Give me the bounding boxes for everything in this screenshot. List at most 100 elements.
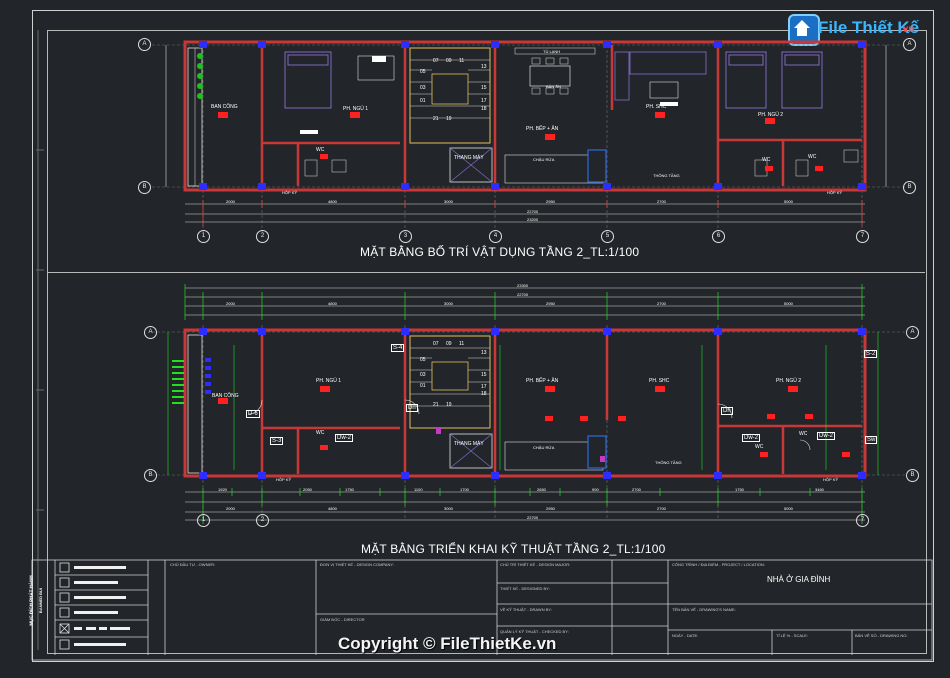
checked-by-label: QUẢN LÝ KỸ THUẬT - CHECKED BY: bbox=[500, 629, 569, 634]
tag-s3: S-3 bbox=[270, 437, 284, 445]
dim-bot-top-3: 3000 bbox=[444, 301, 453, 306]
bottom-plan bbox=[152, 284, 905, 524]
room-hall-b: THÔNG TẦNG bbox=[655, 460, 682, 465]
stair-01: 01 bbox=[420, 98, 426, 104]
drawing-name-label: TÊN BẢN VẼ - DRAWING'S NAME: bbox=[672, 607, 736, 612]
dim-top-4: 2950 bbox=[546, 199, 555, 204]
checklist-text-bars bbox=[74, 566, 130, 646]
top-plan bbox=[152, 40, 905, 236]
stair-b-09: 09 bbox=[446, 341, 452, 347]
axis-bubble-2-b: 2 bbox=[256, 514, 269, 527]
dim-bot-row-1: 1920 bbox=[218, 487, 227, 492]
tag-d6: D-6 bbox=[246, 410, 260, 418]
axis-bubble-A-right-b: A bbox=[906, 326, 919, 339]
room-kitchen-b: PH. BẾP + ĂN bbox=[526, 378, 559, 384]
project-value: NHÀ Ở GIA ĐÌNH bbox=[767, 575, 831, 584]
room-balcony-b: BAN CÔNG bbox=[212, 393, 239, 399]
scale-label: TỈ LỆ % - SCALE: bbox=[776, 633, 809, 638]
room-box-b-right: HỘP KỸ bbox=[823, 477, 839, 482]
room-wc-b-left: WC bbox=[316, 430, 325, 436]
stair-b-21: 21 bbox=[433, 402, 439, 408]
copyright-watermark: Copyright © FileThietKe.vn bbox=[338, 634, 557, 653]
room-bed1-b: PH. NGỦ 1 bbox=[316, 378, 342, 384]
dim-bot-row-2: 2050 bbox=[303, 487, 312, 492]
dim-top-6: 5000 bbox=[784, 199, 793, 204]
dim-top-total-1: 22700 bbox=[527, 209, 539, 214]
logo-text: File Thiết Kế bbox=[818, 18, 920, 37]
title-block-lines bbox=[31, 559, 933, 661]
tag-sw: Sw bbox=[865, 436, 878, 444]
stair-15: 15 bbox=[481, 85, 487, 91]
tag-s2: S-2 bbox=[864, 350, 878, 358]
logo-icon-roof bbox=[794, 20, 810, 28]
dim-bot-total-2: 23300 bbox=[517, 283, 529, 288]
room-elevator-b: THANG MÁY bbox=[454, 441, 484, 447]
room-fridge: TỦ LẠNH bbox=[543, 49, 561, 54]
logo-suffix: .vn bbox=[900, 24, 915, 35]
room-balcony: BAN CÔNG bbox=[211, 104, 238, 110]
dim-bot-lower-2: 4800 bbox=[328, 506, 337, 511]
design-company-label: ĐƠN VỊ THIẾT KẾ - DESIGN COMPANY: bbox=[320, 562, 394, 567]
dim-top-2: 4800 bbox=[328, 199, 337, 204]
room-box-b-left: HỘP KỸ bbox=[276, 477, 292, 482]
dim-bot-lower-3: 3000 bbox=[444, 506, 453, 511]
axis-bubble-B-left-b: B bbox=[144, 469, 157, 482]
stair-09: 09 bbox=[446, 58, 452, 64]
stair-b-05: 05 bbox=[420, 357, 426, 363]
dim-bot-row-6: 2650 bbox=[537, 487, 546, 492]
room-wc-left: WC bbox=[316, 147, 325, 153]
room-wc-right-2: WC bbox=[808, 154, 817, 160]
tag-dw2-c: Dw-2 bbox=[817, 432, 836, 440]
axis-bubble-B-left: B bbox=[138, 181, 151, 194]
tag-dn-b: Dn bbox=[721, 407, 733, 415]
drawing-no-label: BẢN VẼ SỐ - DRAWING NO: bbox=[855, 633, 908, 638]
room-bed1: PH. NGỦ 1 bbox=[343, 106, 369, 112]
stair-b-01: 01 bbox=[420, 383, 426, 389]
site-logo: File Thiết Kế .vn bbox=[788, 12, 928, 46]
stair-b-15: 15 bbox=[481, 372, 487, 378]
dim-bot-lower-1: 2000 bbox=[226, 506, 235, 511]
room-hall: THÔNG TẦNG bbox=[653, 173, 680, 178]
dim-bot-top-5: 2700 bbox=[657, 301, 666, 306]
axis-bubble-7: 7 bbox=[856, 230, 869, 243]
sheet-border bbox=[32, 10, 934, 662]
room-box-left: HỘP KỸ bbox=[282, 190, 298, 195]
sheet-inner-border bbox=[47, 30, 927, 654]
dim-bot-row-9: 1750 bbox=[735, 487, 744, 492]
stair-b-03: 03 bbox=[420, 372, 426, 378]
tag-dn-a: Dn bbox=[406, 404, 418, 412]
room-wc-b-right: WC bbox=[799, 431, 808, 437]
checklist-boxes bbox=[59, 562, 70, 650]
tag-s4: S-4 bbox=[391, 344, 405, 352]
room-bed2-b: PH. NGỦ 2 bbox=[776, 378, 802, 384]
axis-bubble-1-b: 1 bbox=[197, 514, 210, 527]
axis-bubble-7-b: 7 bbox=[856, 514, 869, 527]
axis-bubble-B-right: B bbox=[903, 181, 916, 194]
dim-bot-top-1: 2000 bbox=[226, 301, 235, 306]
dim-top-1: 2000 bbox=[226, 199, 235, 204]
design-major-label: CHỦ TRÌ THIẾT KẾ - DESIGN MAJOR: bbox=[500, 562, 571, 567]
axis-bubble-A-left-b: A bbox=[144, 326, 157, 339]
top-drawing-title: MẶT BẰNG BỐ TRÍ VẬT DỤNG TẦNG 2_TL:1/100 bbox=[360, 245, 640, 259]
tag-dw2-b: Dw-2 bbox=[742, 434, 761, 442]
dim-bot-top-2: 4800 bbox=[328, 301, 337, 306]
axis-bubble-A-left: A bbox=[138, 38, 151, 51]
stair-03: 03 bbox=[420, 85, 426, 91]
stair-b-17: 17 bbox=[481, 384, 487, 390]
project-label: CÔNG TRÌNH / ĐỊA ĐIỂM - PROJECT / LOCATI… bbox=[672, 562, 765, 567]
stair-b-13: 13 bbox=[481, 350, 487, 356]
room-bed2: PH. NGỦ 2 bbox=[758, 112, 784, 118]
stair-19: 19 bbox=[446, 116, 452, 122]
stair-b-07: 07 bbox=[433, 341, 439, 347]
stair-b-19: 19 bbox=[446, 402, 452, 408]
axis-bubble-5: 5 bbox=[601, 230, 614, 243]
axis-bubble-B-right-b: B bbox=[906, 469, 919, 482]
room-elevator: THANG MÁY bbox=[454, 155, 484, 161]
stair-11: 11 bbox=[459, 58, 465, 64]
dim-bot-lower-4: 2950 bbox=[546, 506, 555, 511]
tag-dw2-a: Dw-2 bbox=[335, 434, 354, 442]
dim-bot-top-4: 2950 bbox=[546, 301, 555, 306]
checklist-heading-text: MỤC ĐÍCH PHÁT HÀNH bbox=[28, 575, 34, 626]
